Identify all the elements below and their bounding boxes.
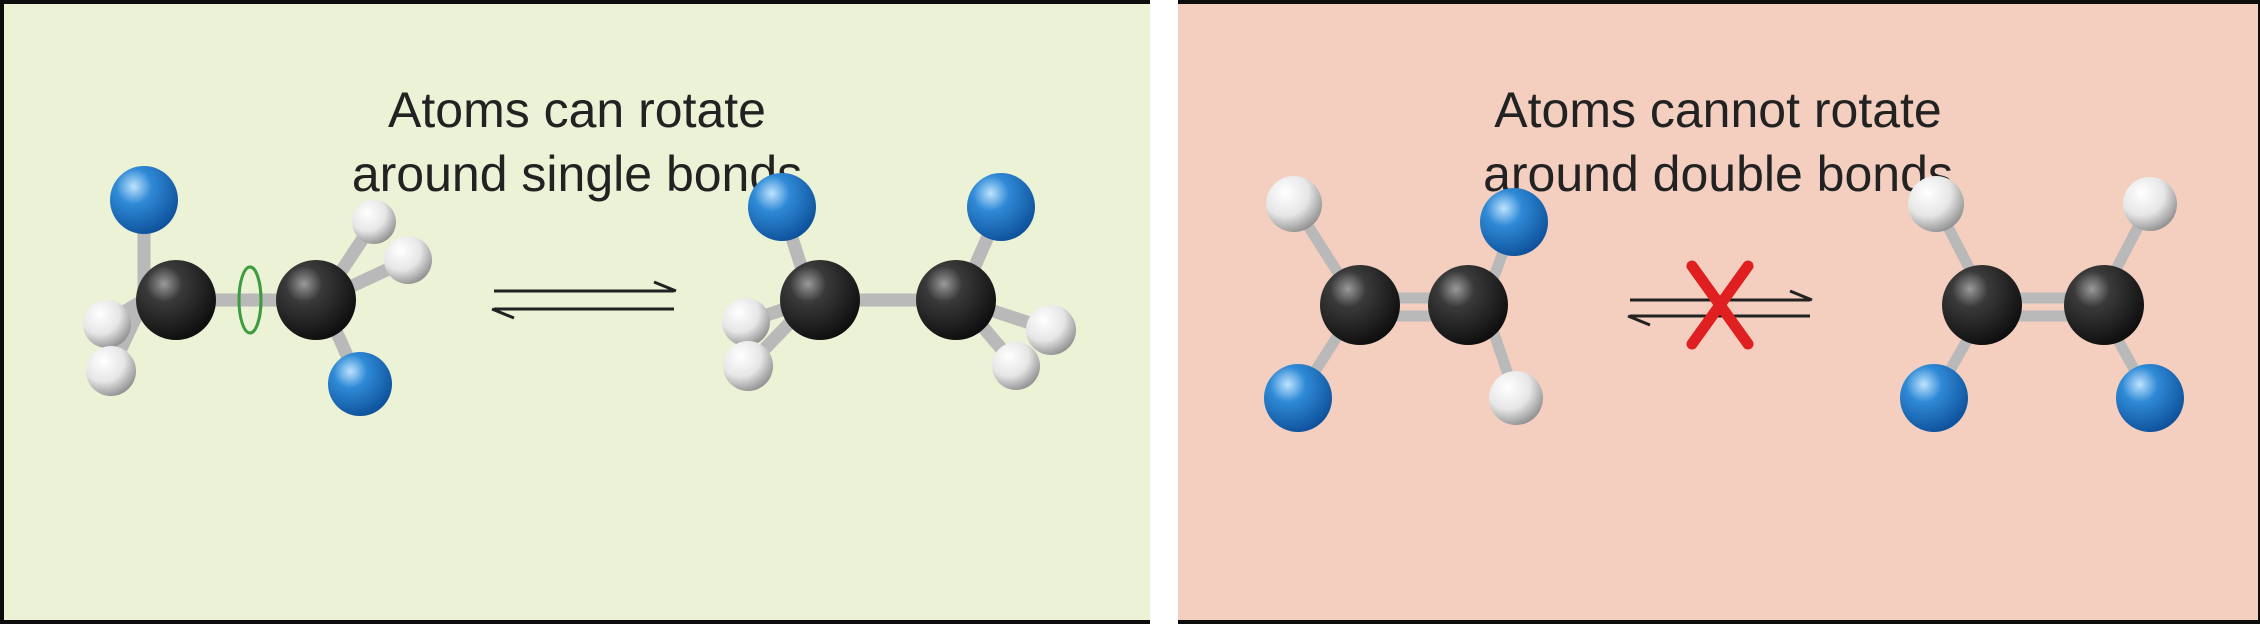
double-bond-title: Atoms cannot rotate around double bonds [1178,78,2258,206]
substituent-atom [2116,364,2184,432]
carbon-atom [780,260,860,340]
hydrogen-atom [1908,176,1964,232]
hydrogen-atom [384,236,432,284]
carbon-atom [916,260,996,340]
hydrogen-atom [1026,305,1076,355]
molecule-alkene-a [1264,176,1548,432]
carbon-atom [136,260,216,340]
molecule-rotating [83,166,432,416]
hydrogen-atom [723,341,773,391]
substituent-atom [1480,188,1548,256]
double-bond-title-line1: Atoms cannot rotate [1494,82,1942,138]
substituent-atom [967,173,1035,241]
carbon-atom [1942,265,2022,345]
carbon-atom [1320,265,1400,345]
red-x-icon [1686,260,1754,350]
double-bond-title-line2: around double bonds [1483,146,1953,202]
panel-divider [1150,0,1178,624]
double-bond-scene [1264,176,2184,432]
single-bond-panel: Atoms can rotate around single bonds [4,4,1150,620]
molecule-alkene-b [1900,176,2184,432]
double-bond-panel: Atoms cannot rotate around double bonds [1178,4,2258,620]
carbon-atom [2064,265,2144,345]
hydrogen-atom [722,298,770,346]
equilibrium-arrows-icon [491,280,677,320]
single-bond-scene [83,166,1076,416]
hydrogen-atom [83,300,131,348]
single-bond-title: Atoms can rotate around single bonds [4,78,1150,206]
substituent-atom [110,166,178,234]
hydrogen-atom [352,200,396,244]
hydrogen-atom [2123,177,2177,231]
substituent-atom [1264,364,1332,432]
carbon-atom [1428,265,1508,345]
hydrogen-atom [1266,176,1322,232]
substituent-atom [1900,364,1968,432]
single-bond-title-line1: Atoms can rotate [388,82,766,138]
molecule-rotated [722,173,1076,391]
substituent-atom [328,352,392,416]
carbon-atom [276,260,356,340]
hydrogen-atom [1489,371,1543,425]
hydrogen-atom [86,346,136,396]
hydrogen-atom [992,342,1040,390]
single-bond-title-line2: around single bonds [351,146,803,202]
substituent-atom [748,173,816,241]
